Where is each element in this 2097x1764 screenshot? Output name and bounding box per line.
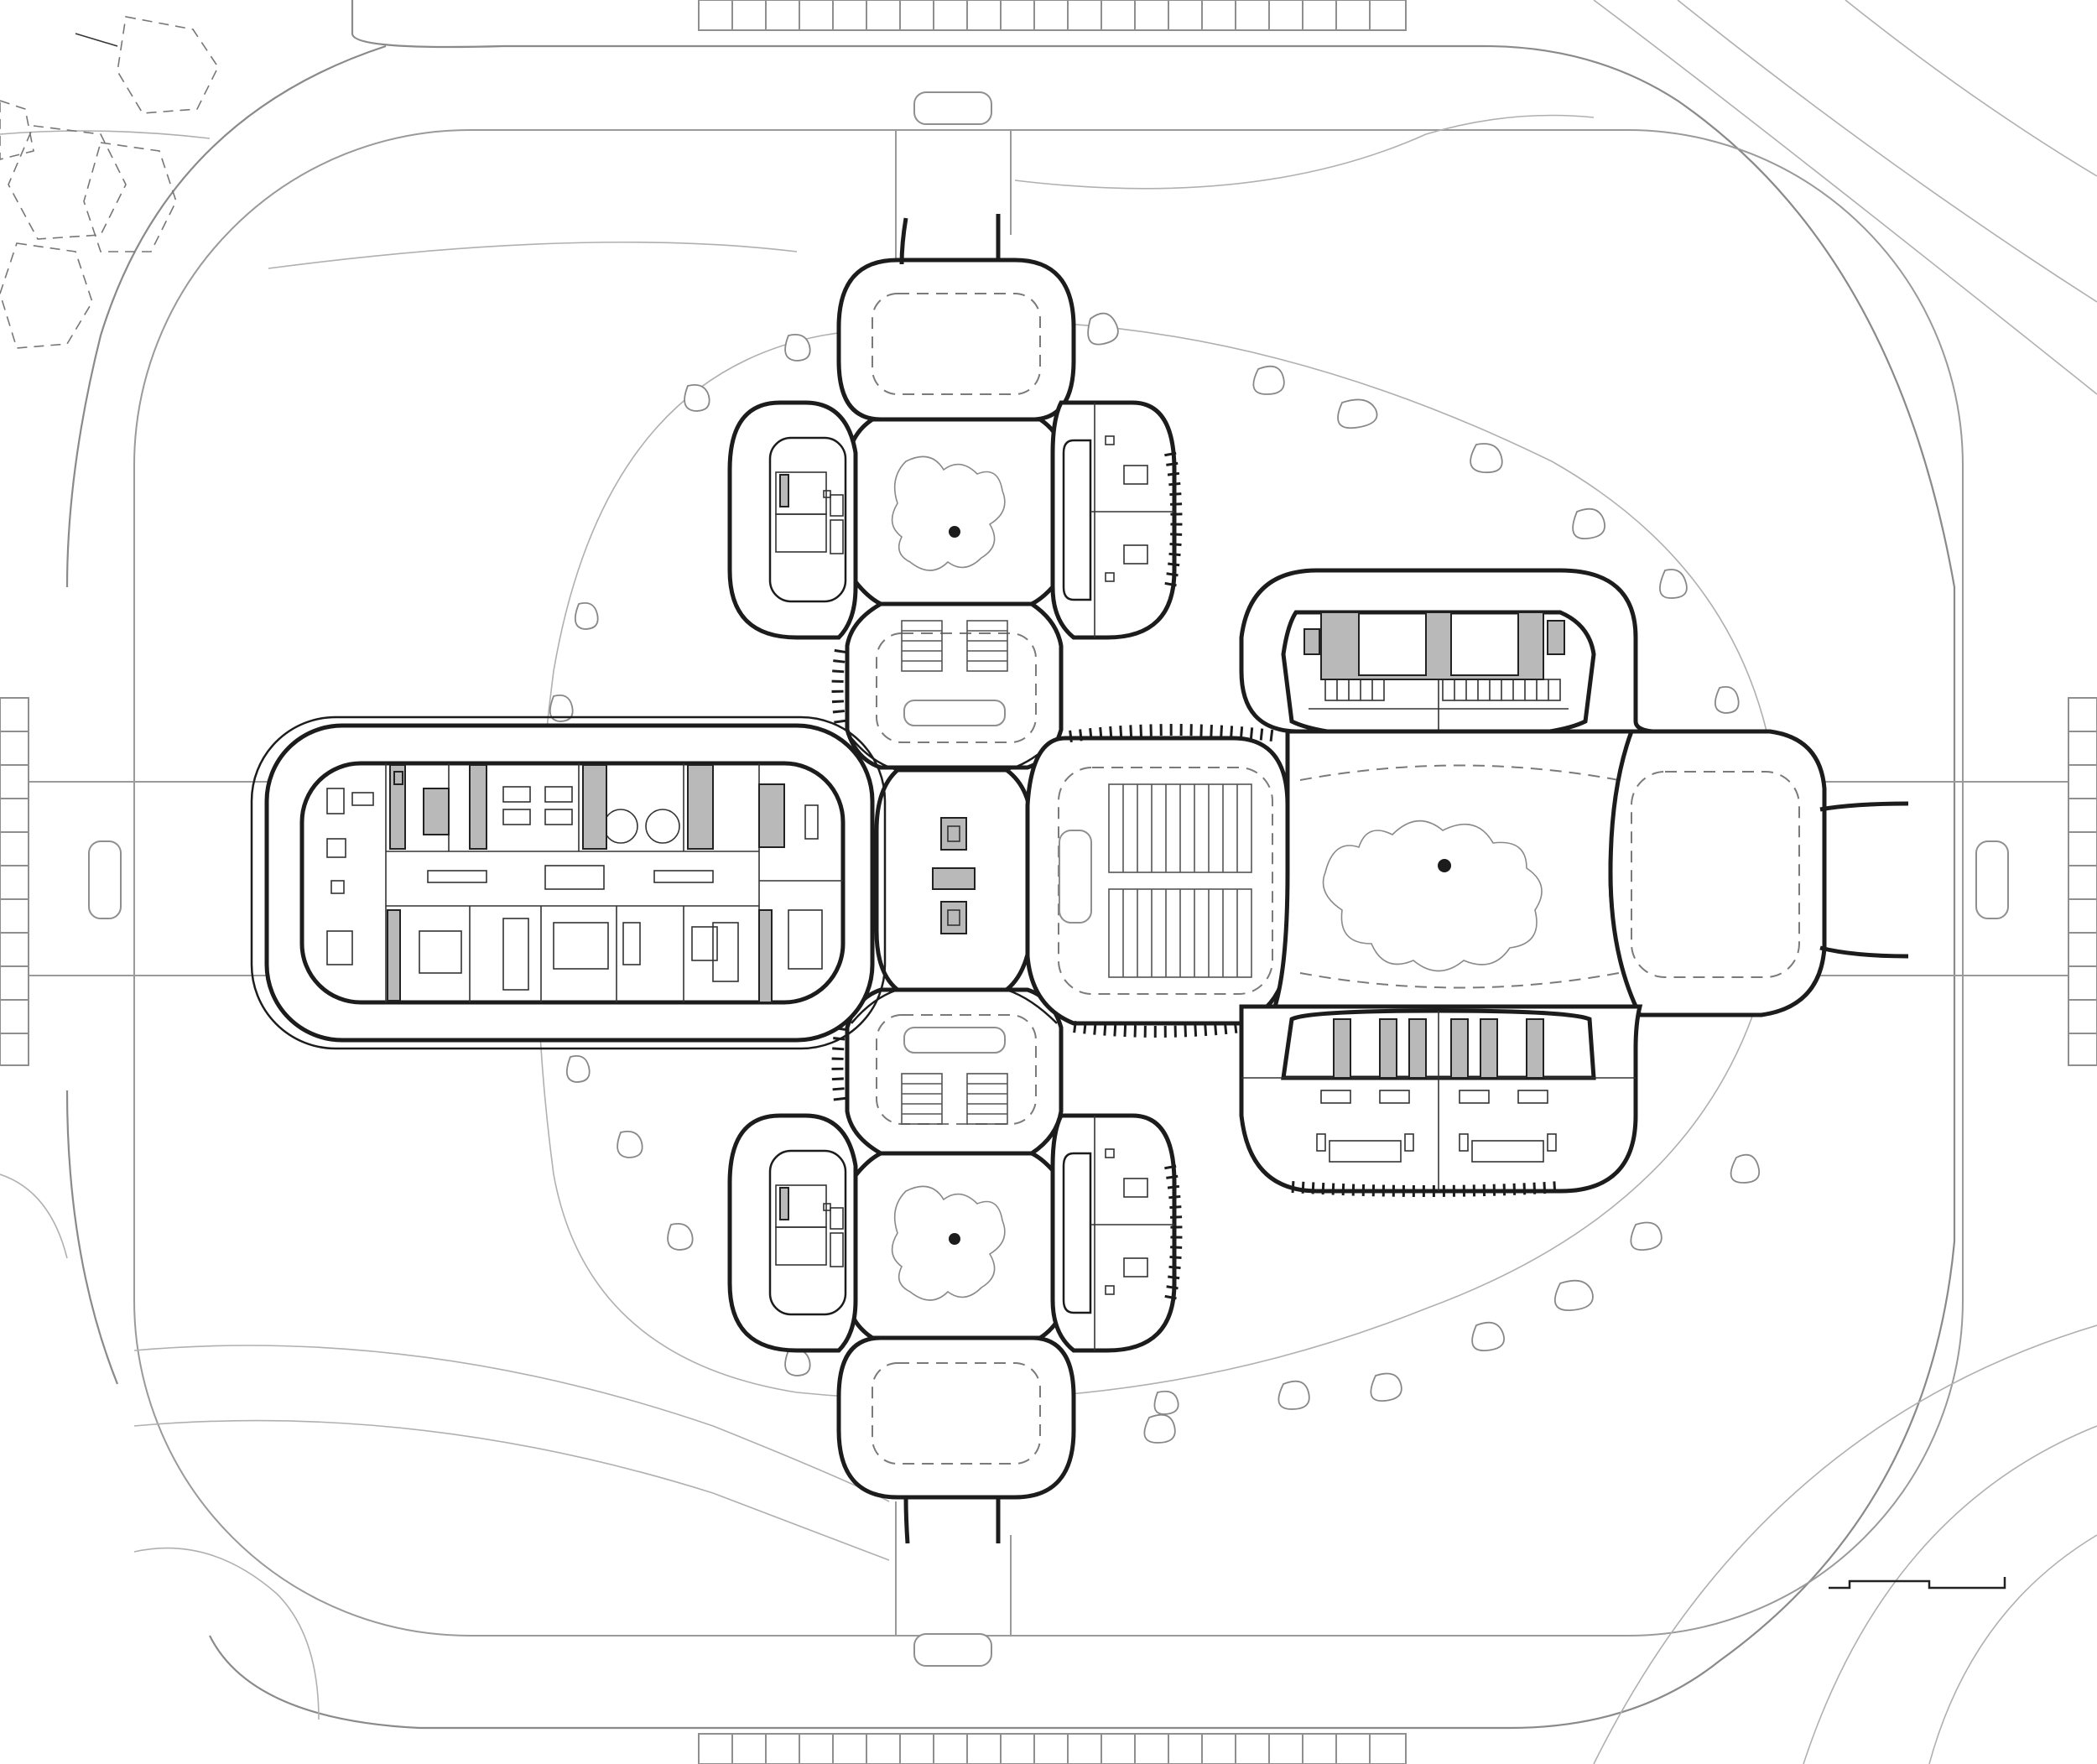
scale-bar-icon	[1829, 1577, 2006, 1590]
east-lower-wing	[1239, 1004, 1643, 1194]
contour-9	[1593, 1324, 2097, 1764]
center	[851, 724, 1290, 1038]
south-west-wing	[727, 1113, 858, 1353]
north-east-wing-inner	[1062, 439, 1092, 601]
car-icon	[903, 700, 1006, 726]
north-east-wing	[1050, 400, 1177, 640]
west-block-outer-2	[250, 715, 887, 1050]
north-west-wing-rooms	[775, 471, 844, 554]
contour-8	[133, 1419, 890, 1561]
ring-road-left-top	[65, 44, 387, 588]
north-parking-bays	[901, 620, 1008, 672]
north-parking-pod	[845, 601, 1064, 770]
contour-13	[133, 1547, 320, 1720]
north-courtyard-trees	[891, 455, 1006, 571]
hub-connector-sw	[851, 988, 898, 1024]
south-east-wing	[1050, 1113, 1177, 1353]
south-east-wing-inner	[1062, 1152, 1092, 1314]
ring-road-left-bottom	[65, 1090, 119, 1385]
south-parking-bays	[901, 1073, 1008, 1125]
core-hub-stairs	[932, 817, 976, 934]
east-entry-dash	[1631, 771, 1800, 978]
contour-4	[1677, 0, 2097, 303]
east-entry-pod	[1608, 729, 1827, 1017]
south-parking-pod	[845, 987, 1064, 1156]
north-entry-pod	[836, 258, 1076, 422]
east-courtyard-dash-top	[1299, 764, 1620, 781]
east-lower-wing-inner	[1281, 1008, 1596, 1080]
contour-2	[1014, 114, 1595, 190]
north-parking-ticks	[831, 648, 846, 727]
east-lower-rooms	[1241, 1011, 1636, 1191]
parking-strip-bottom	[698, 1733, 1407, 1764]
garden-rocks	[549, 312, 1761, 1444]
car-icon	[88, 840, 122, 919]
parking-strip-left	[0, 697, 29, 1066]
contour-3	[1593, 0, 2097, 395]
north-west-wing-inner	[768, 436, 847, 603]
south-parking-dash	[876, 1014, 1037, 1125]
south-parking-ticks	[831, 1026, 846, 1108]
east-courtyard-dash-bottom	[1299, 972, 1620, 989]
contour-5	[1845, 0, 2097, 177]
north-west-wing	[727, 400, 858, 640]
north-courtyard-column	[949, 526, 960, 538]
contour-10	[1803, 1425, 2097, 1764]
central-parking-dash	[1058, 767, 1273, 995]
south-courtyard-trees	[891, 1185, 1006, 1301]
west-block	[250, 715, 887, 1050]
south-entry-gate-left	[903, 1496, 910, 1544]
car-icon	[913, 91, 992, 125]
south-entry-pod	[836, 1335, 1076, 1500]
central-parking-bays	[1108, 783, 1252, 978]
east-courtyard-trees	[1322, 820, 1543, 972]
north-parking-dash	[876, 632, 1037, 743]
contour-1	[268, 241, 798, 269]
contour-12	[0, 1173, 68, 1259]
north-east-wing-rooms	[1090, 403, 1174, 637]
west-block-rooms	[326, 763, 843, 1002]
south-east-wing-rooms	[1090, 1116, 1174, 1350]
parking-strip-top	[698, 0, 1407, 31]
existing-trees	[0, 16, 219, 349]
west-block-outer	[264, 723, 875, 1043]
car-icon	[903, 1027, 1006, 1054]
south-west-wing-inner	[768, 1149, 847, 1316]
parking-strip-right	[2068, 697, 2097, 1066]
east-courtyard-column	[1438, 859, 1451, 872]
east-entry-gate-top	[1819, 801, 1909, 812]
ring-road-outer	[209, 0, 1956, 1730]
car-icon	[1059, 830, 1092, 924]
contour-11	[1928, 1534, 2097, 1764]
car-icon	[1975, 840, 2009, 919]
hub-connector-se	[1006, 988, 1058, 1024]
east-lower-hatch	[1333, 1018, 1544, 1079]
central-parking-ticks-top	[1069, 724, 1280, 742]
south-arm	[727, 987, 1183, 1544]
central-parking-ticks-bottom	[1073, 1021, 1242, 1038]
north-arm	[727, 214, 1183, 770]
east-block	[1239, 568, 1909, 1197]
contour-6	[0, 130, 211, 139]
west-block-inner	[299, 761, 846, 1005]
east-entry-gate-bottom	[1819, 945, 1909, 959]
east-upper-hatch	[1303, 611, 1565, 680]
north-entry-gate-left	[899, 217, 908, 265]
east-lower-ticks	[1291, 1181, 1561, 1197]
west-block-hatch	[387, 764, 785, 1003]
site-boundary	[133, 129, 1964, 1637]
south-courtyard-column	[949, 1233, 960, 1245]
south-west-wing-rooms	[775, 1184, 844, 1267]
north-entry-dash	[872, 293, 1041, 395]
contour-7	[133, 1345, 890, 1502]
car-icon	[913, 1633, 992, 1667]
south-entry-dash	[872, 1362, 1041, 1465]
